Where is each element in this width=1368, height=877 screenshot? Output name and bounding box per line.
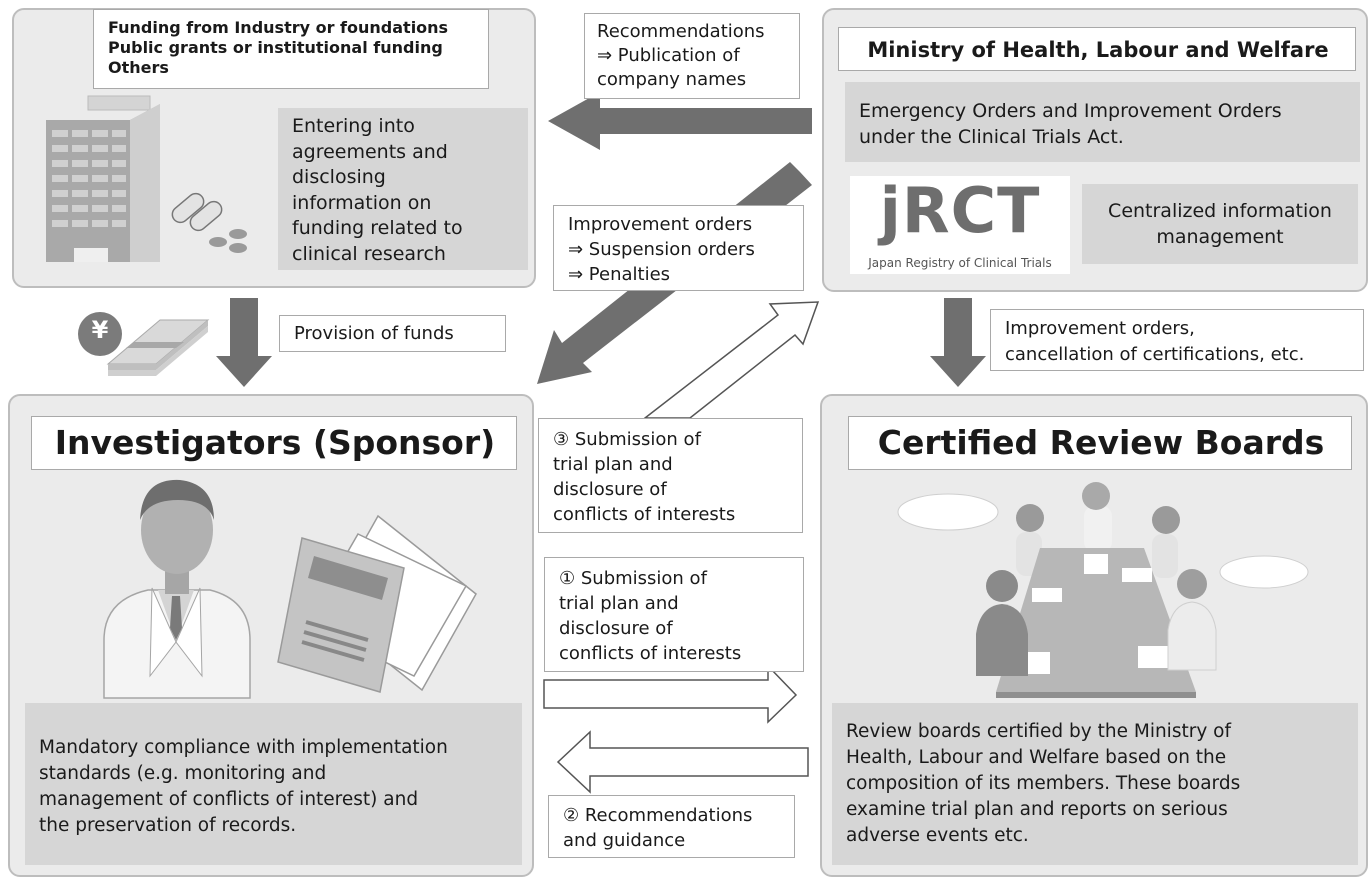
arrow-provision-of-funds [216,298,272,387]
jrct-logo-text: jRCT [879,174,1041,247]
arrow-mhlw-to-funding [548,92,812,150]
investigator-illustration [103,479,251,699]
money-icon [78,312,210,376]
funding-agreements-box: Entering into agreements and disclosing … [278,108,528,270]
funding-agreements-text: Entering into agreements and disclosing … [292,115,463,265]
investigators-title-box: Investigators (Sponsor) [31,416,517,470]
centralized-text: Centralized information management [1108,200,1332,248]
provision-of-funds-box: Provision of funds [279,315,506,352]
recommendations-guidance-box: ② Recommendations and guidance [548,795,795,858]
arrow-submission-to-mhlw [642,301,820,419]
yen-symbol: ¥ [91,316,109,344]
recommendations-publication-box: Recommendations ⇒ Publication of company… [584,13,800,99]
improvement-suspension-text: Improvement orders ⇒ Suspension orders ⇒… [568,214,755,285]
investigators-compliance-box: Mandatory compliance with implementation… [25,703,522,865]
jrct-logo: jRCT Japan Registry of Clinical Trials [850,174,1070,274]
recommendations-guidance-text: ② Recommendations and guidance [563,805,753,851]
submission-1-box: ① Submission of trial plan and disclosur… [544,557,804,672]
mhlw-title-box: Ministry of Health, Labour and Welfare [838,27,1356,71]
submission-3-text: ③ Submission of trial plan and disclosur… [553,429,736,525]
mhlw-orders-text: Emergency Orders and Improvement Orders … [859,100,1282,148]
centralized-box: Centralized information management [1082,184,1358,264]
funding-sources-box: Funding from Industry or foundations Pub… [93,9,489,89]
improvement-cancellation-box: Improvement orders, cancellation of cert… [990,309,1364,371]
improvement-suspension-box: Improvement orders ⇒ Suspension orders ⇒… [553,205,804,291]
recommendations-publication-text: Recommendations ⇒ Publication of company… [597,21,765,90]
boards-title-box: Certified Review Boards [848,416,1352,470]
arrow-mhlw-to-boards [930,298,986,387]
pills-icon [171,192,247,253]
arrow-recommendations-to-investigators [556,730,809,794]
investigators-title: Investigators (Sponsor) [54,423,496,462]
boards-description-text: Review boards certified by the Ministry … [846,721,1241,846]
mhlw-title: Ministry of Health, Labour and Welfare [867,38,1329,62]
boards-description-box: Review boards certified by the Ministry … [832,703,1358,865]
boards-title: Certified Review Boards [877,423,1325,462]
mhlw-orders-box: Emergency Orders and Improvement Orders … [845,82,1360,162]
jrct-subtitle: Japan Registry of Clinical Trials [868,256,1052,270]
improvement-cancellation-text: Improvement orders, cancellation of cert… [1005,318,1305,365]
investigators-compliance-text: Mandatory compliance with implementation… [39,737,448,836]
arrow-submission-to-boards [543,664,798,724]
meeting-illustration [897,482,1309,698]
submission-1-text: ① Submission of trial plan and disclosur… [559,568,742,664]
funding-sources-text: Funding from Industry or foundations Pub… [108,18,449,77]
provision-of-funds-text: Provision of funds [294,323,454,344]
building-icon [46,95,160,262]
submission-3-box: ③ Submission of trial plan and disclosur… [538,418,803,533]
documents-icon [277,514,477,693]
